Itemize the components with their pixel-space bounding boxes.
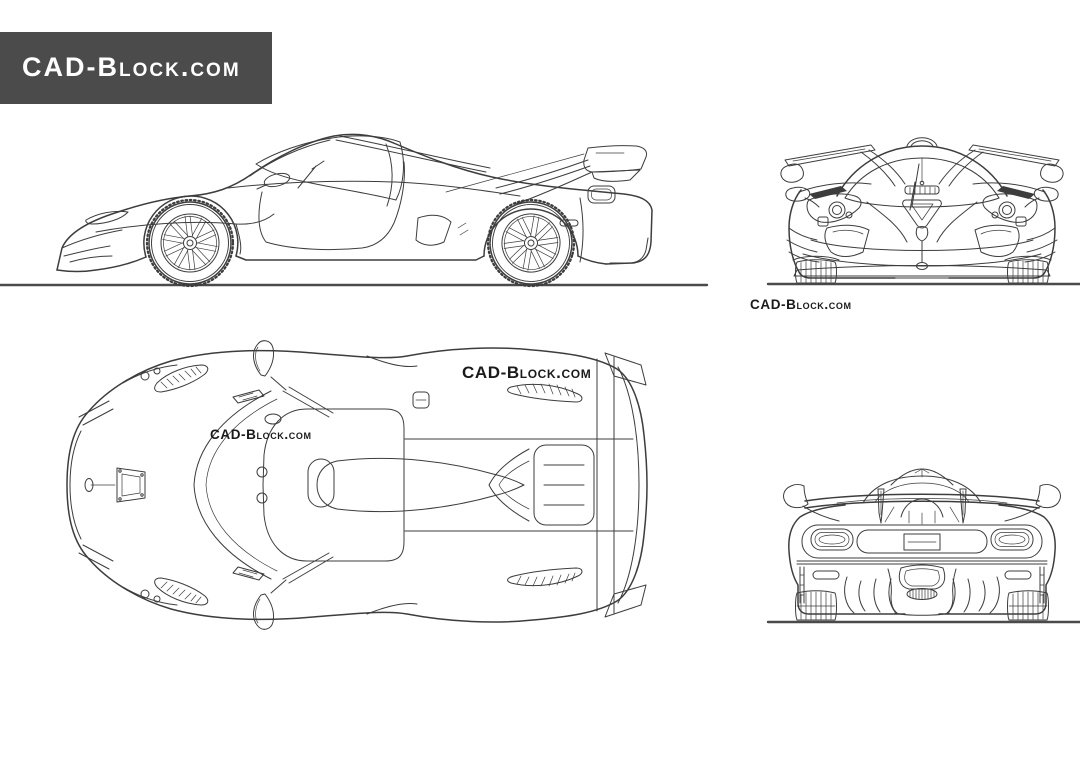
watermark-front-view: CAD-Block.com <box>750 297 852 312</box>
rear-view-car <box>783 468 1062 621</box>
top-view-drawing <box>66 340 648 630</box>
watermark-top-view-large: CAD-Block.com <box>462 363 592 382</box>
watermark-top-view-small: CAD-Block.com <box>210 427 312 442</box>
side-view-car <box>56 133 653 296</box>
rear-view-drawing <box>766 468 1080 624</box>
front-view-car <box>780 137 1064 284</box>
side-view-drawing <box>0 133 709 300</box>
front-view-drawing <box>766 137 1080 286</box>
rear-wing <box>445 145 647 205</box>
cad-block-logo: CAD-Block.com <box>0 32 272 104</box>
top-view-car <box>66 340 648 630</box>
